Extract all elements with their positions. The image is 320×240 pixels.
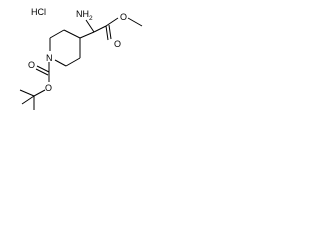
ester-oxygen: O <box>120 12 127 22</box>
carbamate-carbonyl-oxygen: O <box>28 60 35 70</box>
ester-carbonyl-oxygen: O <box>114 39 121 49</box>
alpha-amine-bond <box>85 19 95 33</box>
alpha-ester-bond <box>93 25 107 33</box>
amine-subscript: 2 <box>89 15 93 22</box>
ester-carbonyl-bond-a <box>105 25 109 41</box>
amine-nh: NH <box>76 9 89 19</box>
chemical-structure: HCl NH2 O O N O O <box>19 7 143 110</box>
ring-bond-c4-c3 <box>63 29 81 39</box>
tbutyl-methyl-bond-1 <box>19 89 35 97</box>
carbamate-carbonyl-bond-b <box>35 68 49 76</box>
amine-label: NH2 <box>76 9 93 22</box>
ring-nitrogen: N <box>46 53 53 63</box>
carbamate-carbonyl-bond-a <box>36 65 50 73</box>
ring-bond-c3-c2 <box>49 29 65 39</box>
salt-label: HCl <box>31 7 46 17</box>
alpha-ring-bond <box>79 31 95 39</box>
ring-bond-c6-c5 <box>65 57 81 67</box>
tbutyl-methyl-bond-2 <box>21 95 35 105</box>
carbamate-oxygen: O <box>45 83 52 93</box>
oxygen-tbutyl-bond <box>33 89 46 97</box>
ring-bond-n1-c6 <box>54 59 67 67</box>
ester-oxygen-bond <box>105 17 119 27</box>
ester-carbonyl-bond-b <box>108 24 112 40</box>
methoxy-bond <box>127 17 143 27</box>
